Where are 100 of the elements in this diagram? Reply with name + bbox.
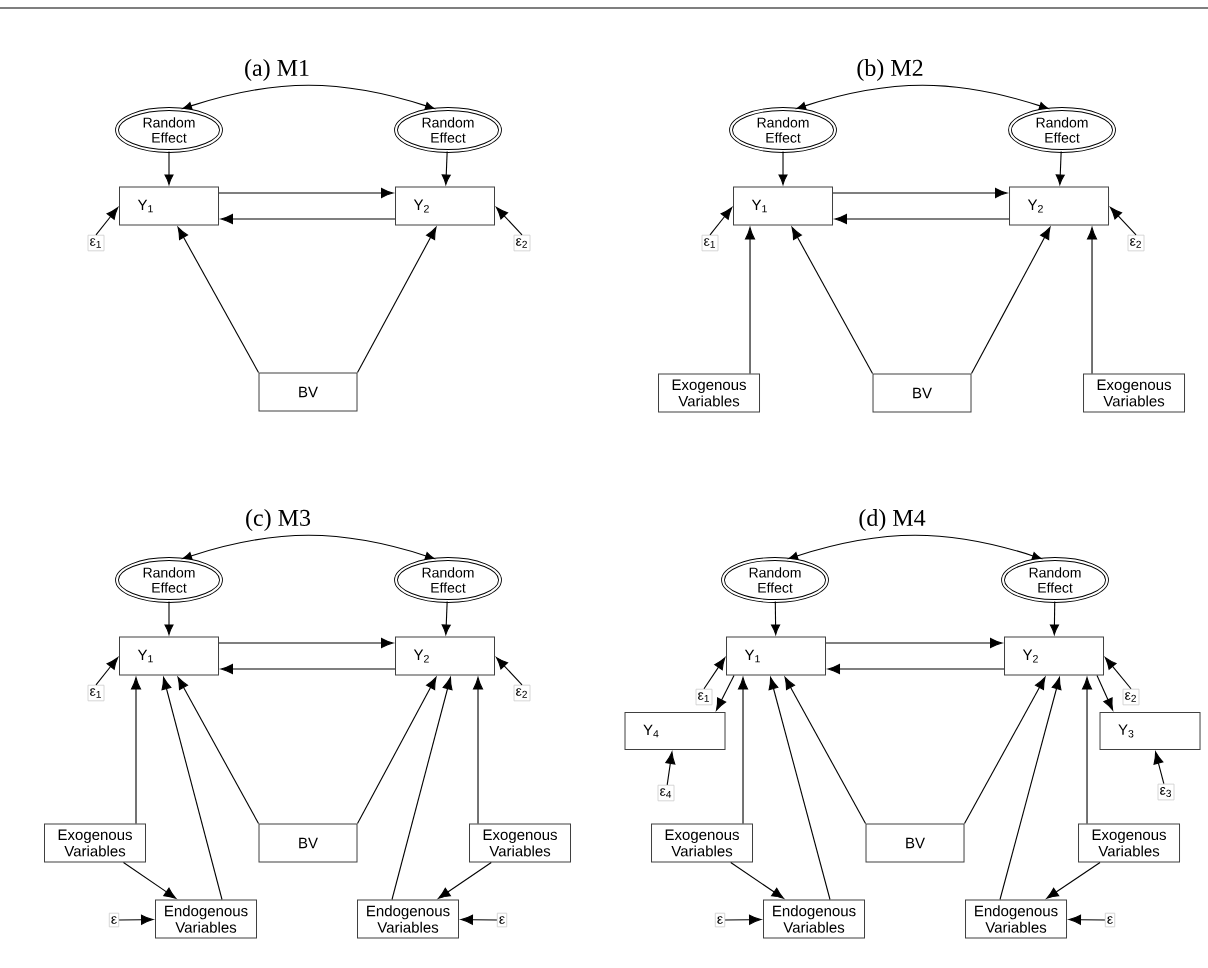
variable-box: Exogenous Variables xyxy=(44,823,146,863)
arrow xyxy=(391,677,453,901)
arrow xyxy=(771,600,781,635)
error-term-box: ε$_{2}$ xyxy=(513,234,531,252)
curved-arrow xyxy=(796,84,1049,110)
arrow xyxy=(164,150,174,185)
panel-title: (c) M3 xyxy=(246,509,311,531)
arrow xyxy=(130,677,142,825)
arrow xyxy=(118,914,154,925)
arrow xyxy=(1068,914,1106,925)
error-term-box: ε$_{1}$ xyxy=(87,234,105,252)
variable-box: Y$_{2}$ xyxy=(395,186,495,226)
curved-arrow xyxy=(182,534,435,560)
curved-arrow xyxy=(788,534,1042,560)
arrow xyxy=(768,677,831,901)
arrow xyxy=(709,207,733,236)
error-term-box: ε$_{4}$ xyxy=(657,784,675,802)
variable-box: Exogenous Variables xyxy=(1078,823,1180,863)
arrow xyxy=(999,677,1062,901)
arrow xyxy=(737,677,749,825)
variable-box: Exogenous Variables xyxy=(658,373,760,413)
arrow xyxy=(356,676,437,825)
error-term-box: ε$_{1}$ xyxy=(87,684,105,702)
arrow xyxy=(1055,150,1065,185)
variable-box: Y$_{2}$ xyxy=(1004,636,1104,676)
arrow xyxy=(834,213,1010,225)
arrow xyxy=(970,226,1051,375)
arrow xyxy=(220,663,396,675)
arrow xyxy=(460,914,498,925)
error-term-box: ε$_{2}$ xyxy=(1127,234,1145,252)
variable-box: BV xyxy=(258,372,358,412)
error-term-box: ε$_{2}$ xyxy=(1122,688,1140,706)
arrow xyxy=(784,676,867,825)
arrow xyxy=(495,657,523,686)
arrow xyxy=(827,663,1005,675)
arrow xyxy=(832,187,1008,199)
variable-box: Endogenous Variables xyxy=(763,899,865,939)
arrow xyxy=(724,914,762,925)
arrow xyxy=(1109,207,1137,236)
arrow xyxy=(356,226,437,374)
arrow xyxy=(95,657,119,686)
arrow xyxy=(730,861,785,899)
arrow xyxy=(177,676,260,825)
error-term-box: ε xyxy=(108,912,120,928)
error-term-box: ε$_{1}$ xyxy=(695,688,713,706)
error-term-box: ε$_{3}$ xyxy=(1157,783,1175,801)
variable-box: Y$_{2}$ xyxy=(1009,186,1109,226)
arrow xyxy=(95,207,119,236)
arrow xyxy=(122,861,177,899)
error-term-box: ε$_{2}$ xyxy=(513,684,531,702)
panel-title: (b) M2 xyxy=(857,59,923,81)
variable-box: Endogenous Variables xyxy=(965,899,1067,939)
error-term-box: ε$_{1}$ xyxy=(701,234,719,252)
arrow xyxy=(744,227,756,375)
arrow xyxy=(1046,861,1101,899)
arrow xyxy=(665,751,676,786)
arrow xyxy=(778,150,788,185)
variable-box: Endogenous Variables xyxy=(357,899,459,939)
arrow xyxy=(1153,751,1165,785)
arrow xyxy=(437,861,492,899)
error-term-box: ε xyxy=(1104,912,1116,928)
panel-title: (a) M1 xyxy=(245,59,309,81)
curved-arrow xyxy=(182,84,435,110)
arrow xyxy=(703,657,726,690)
arrow xyxy=(1081,677,1093,825)
arrow xyxy=(441,600,451,635)
arrow xyxy=(715,674,735,711)
arrow xyxy=(791,226,874,375)
variable-box: Exogenous Variables xyxy=(469,823,571,863)
error-term-box: ε xyxy=(496,912,508,928)
arrow xyxy=(1049,600,1059,635)
arrow xyxy=(218,187,394,199)
variable-box: BV xyxy=(865,823,965,863)
arrow xyxy=(1096,674,1114,711)
variable-box: Y$_{1}$ xyxy=(119,186,219,226)
panel-title: (d) M4 xyxy=(859,509,926,531)
variable-box: Y$_{3}$ xyxy=(1099,712,1201,750)
arrow xyxy=(164,600,174,635)
arrow xyxy=(218,637,394,649)
arrow xyxy=(963,676,1046,825)
arrow xyxy=(220,213,396,225)
variable-box: Endogenous Variables xyxy=(155,899,257,939)
variable-box: Y$_{2}$ xyxy=(395,636,495,676)
variable-box: Y$_{1}$ xyxy=(726,636,826,676)
variable-box: Exogenous Variables xyxy=(651,823,753,863)
variable-box: BV xyxy=(258,823,358,863)
variable-box: Exogenous Variables xyxy=(1083,373,1185,413)
arrow xyxy=(1086,227,1098,375)
variable-box: Y$_{4}$ xyxy=(624,712,726,750)
arrow xyxy=(825,637,1003,649)
arrow xyxy=(177,226,260,374)
arrow xyxy=(161,677,223,901)
arrow xyxy=(1104,657,1132,690)
variable-box: Y$_{1}$ xyxy=(733,186,833,226)
error-term-box: ε xyxy=(714,912,726,928)
arrow xyxy=(441,150,451,185)
arrow xyxy=(495,207,523,236)
arrow xyxy=(472,677,484,825)
variable-box: BV xyxy=(872,373,972,413)
variable-box: Y$_{1}$ xyxy=(119,636,219,676)
